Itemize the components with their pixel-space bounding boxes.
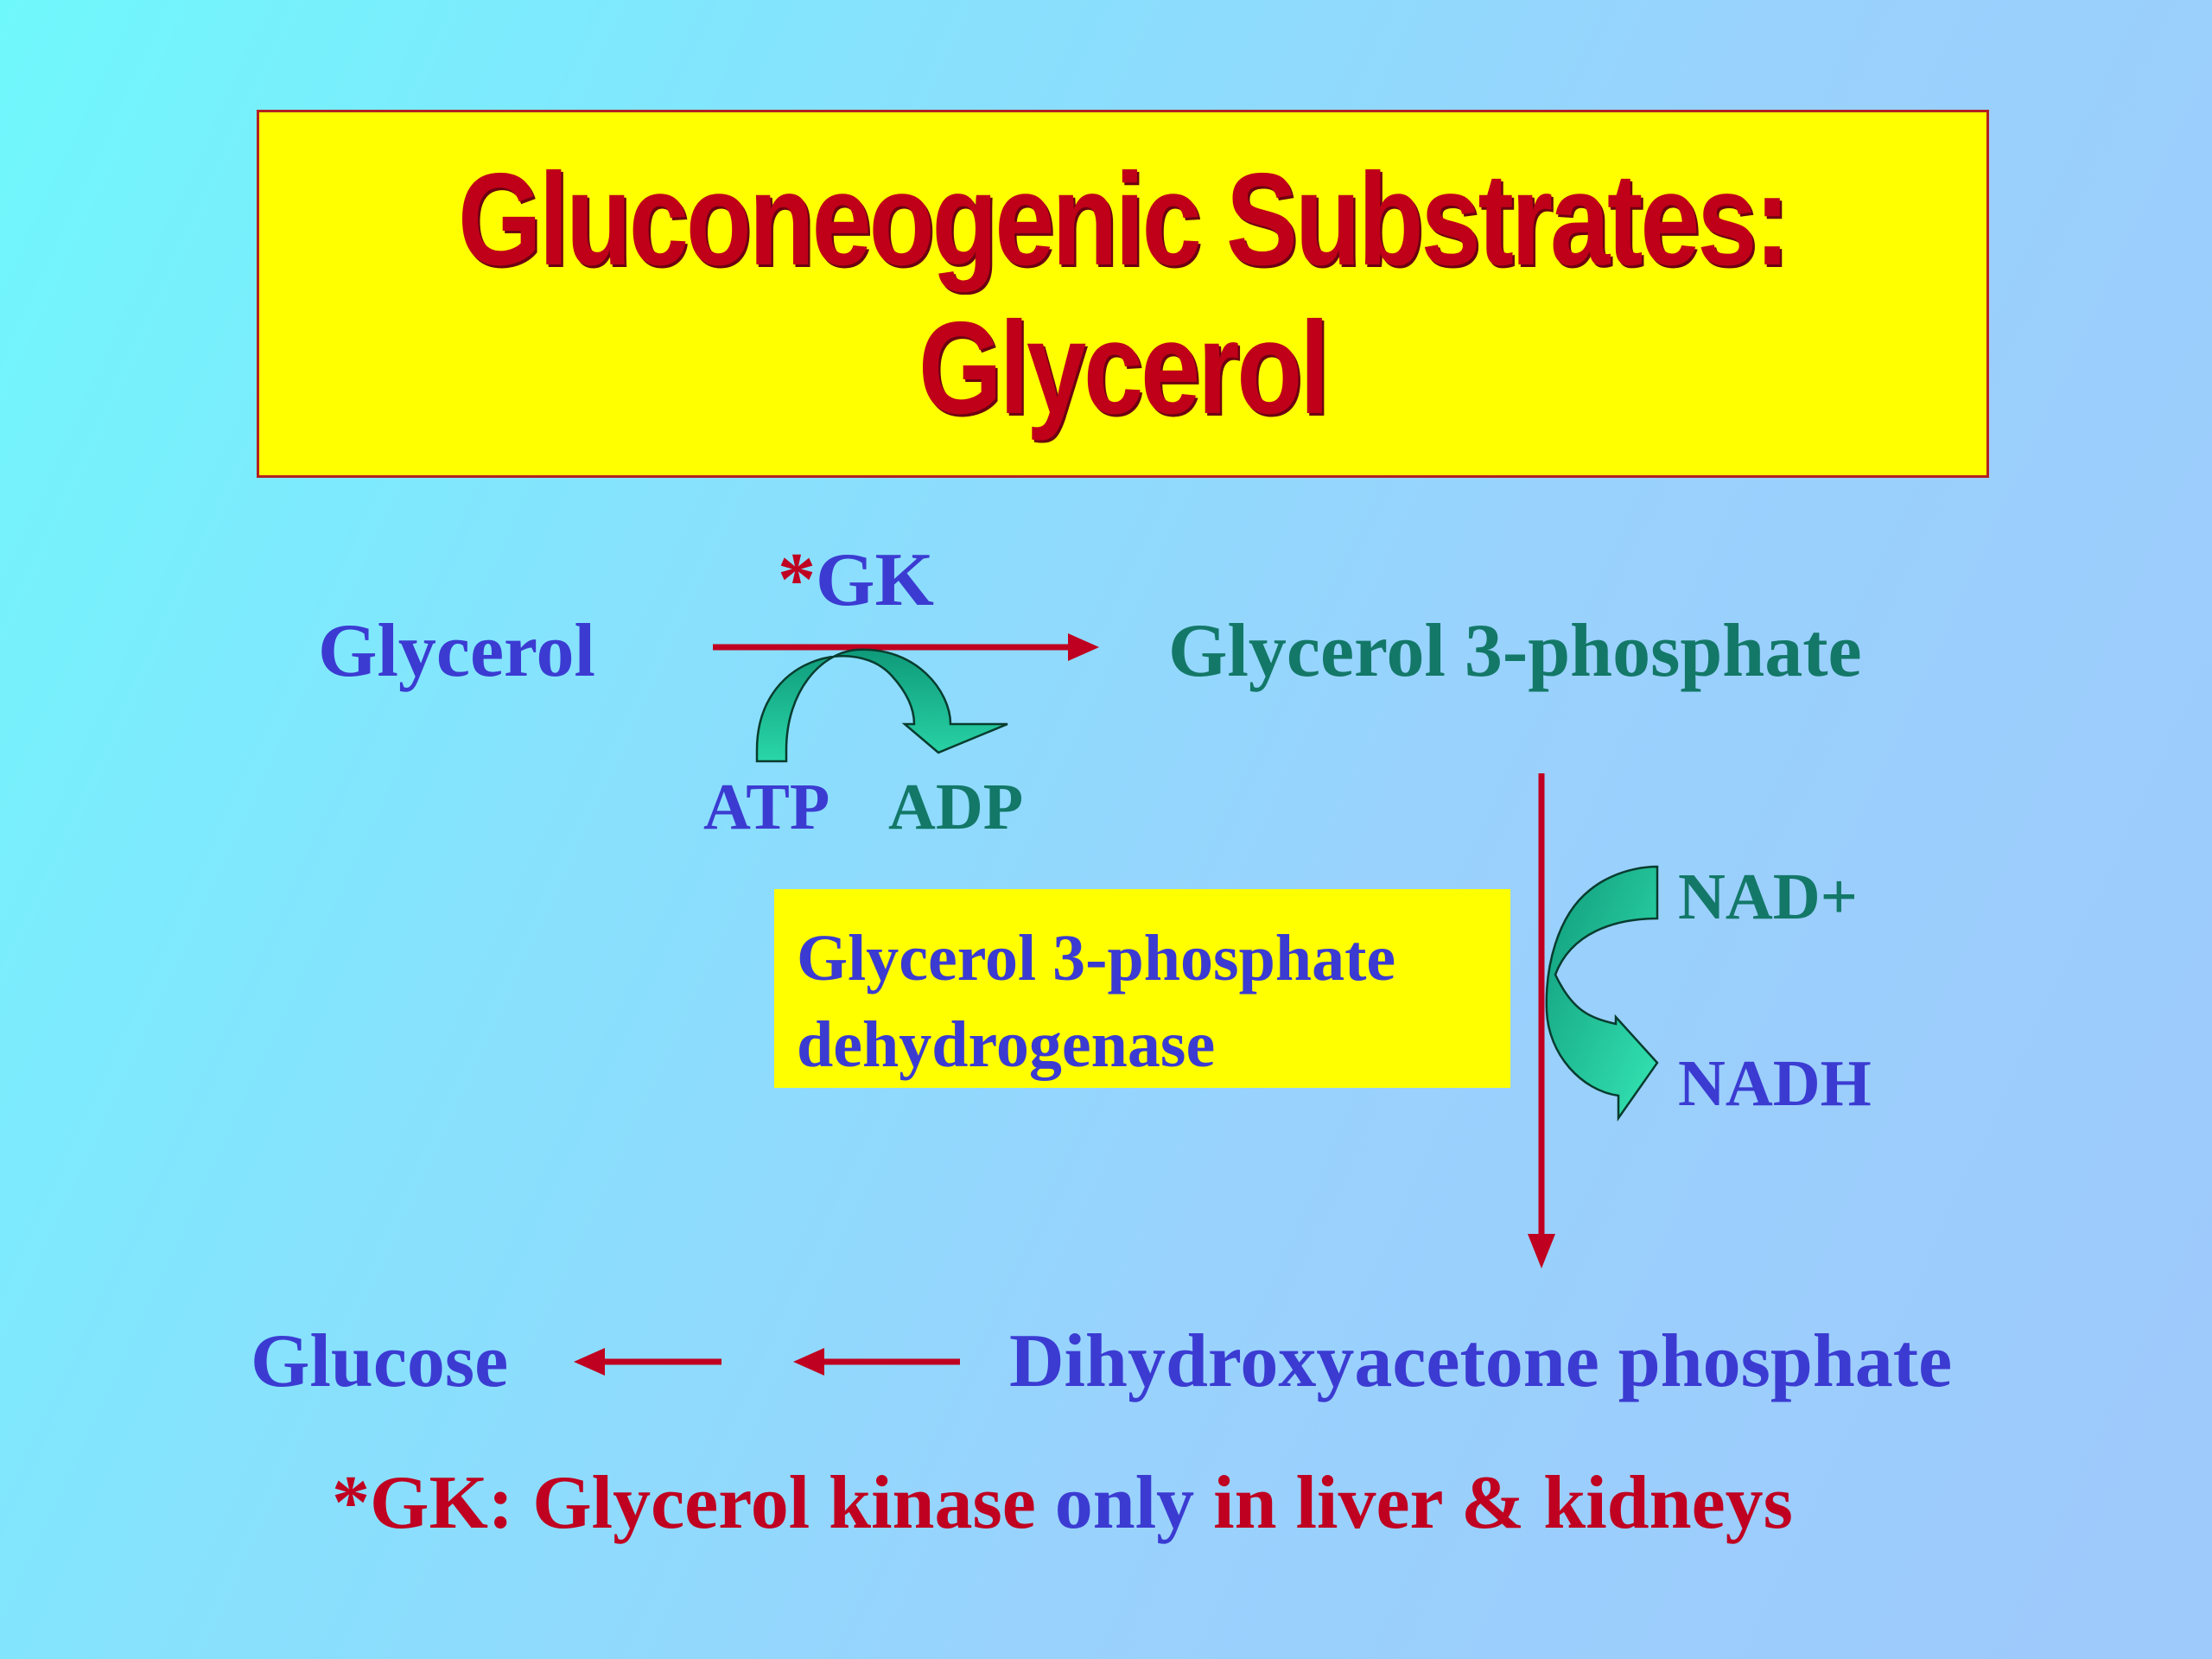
enzyme-marker: * [778,538,816,622]
cofactor-atp: ATP [703,771,830,843]
cofactor-nad-plus: NAD+ [1678,861,1858,933]
cofactor-adp: ADP [888,771,1024,843]
footnote-part-3: in liver & kidneys [1194,1461,1793,1545]
title-box: Gluconeogenic Substrates: Glycerol [257,110,1989,478]
title-line-1: Gluconeogenic Substrates: [458,146,1790,293]
intermediate-dhap: Dihydroxyacetone phosphate [1009,1319,1953,1403]
footnote-part-2: only [1054,1461,1195,1545]
curved-arrow-nad-nadh [1545,865,1659,1122]
footnote: *GK: Glycerol kinase only in liver & kid… [332,1465,1793,1541]
arrow-to-glucose [574,1348,721,1376]
cofactor-nadh: NADH [1678,1047,1872,1120]
enzyme-abbrev: GK [816,538,934,622]
enzyme-dehydrogenase-line-2: dehydrogenase [797,1008,1216,1081]
product-glycerol-3-phosphate: Glycerol 3-phosphate [1168,609,1862,693]
arrow-dhap-to-intermediate [793,1348,960,1376]
final-product-glucose: Glucose [251,1319,509,1403]
arrow-glycerol-to-g3p [713,633,1099,661]
footnote-part-1: *GK: Glycerol kinase [332,1461,1055,1545]
enzyme-dehydrogenase-box: Glycerol 3-phosphate dehydrogenase [774,889,1510,1088]
title-line-2: Glycerol [918,295,1330,442]
enzyme-dehydrogenase-line-1: Glycerol 3-phosphate [797,922,1396,995]
curved-arrow-atp-adp [755,648,1008,763]
arrow-g3p-to-dhap [1528,773,1555,1268]
enzyme-label-gk: *GK [778,543,934,619]
substrate-glycerol: Glycerol [318,609,595,693]
